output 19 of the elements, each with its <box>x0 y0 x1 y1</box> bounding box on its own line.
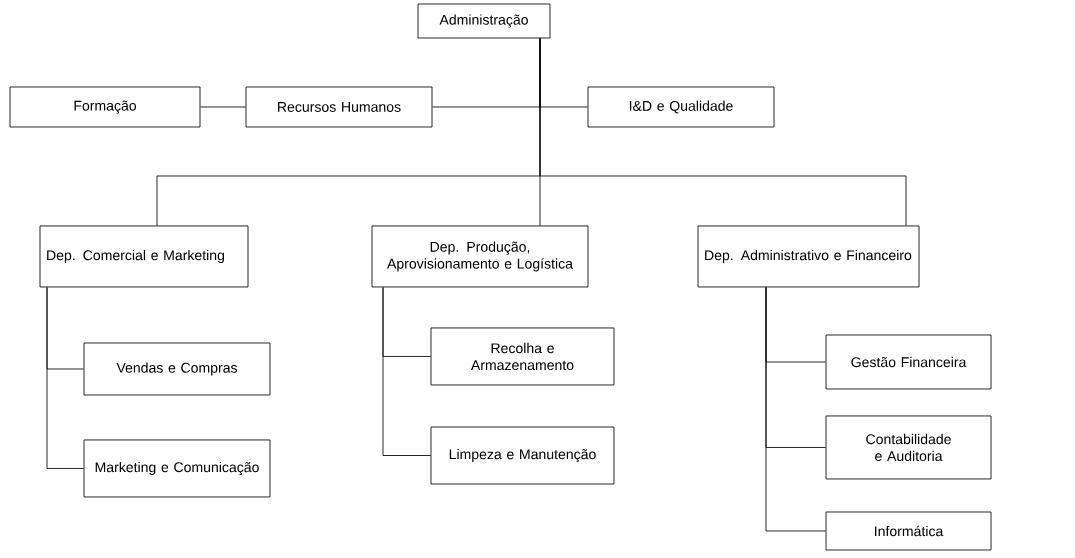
connector-line <box>765 286 827 532</box>
org-box: Dep. Produção, Aprovisionamento e Logística <box>371 225 589 288</box>
org-box: Recursos Humanos <box>245 86 433 128</box>
org-box: Limpeza e Manutenção <box>430 426 615 485</box>
org-box: Vendas e Compras <box>83 342 271 396</box>
org-box: Dep. Comercial e Marketing <box>39 225 249 288</box>
org-box: Recolha e Armazenamento <box>430 327 615 386</box>
org-box: Marketing e Comunicação <box>83 439 271 498</box>
connector-line <box>46 286 84 469</box>
org-box: Gestão Financeira <box>825 334 992 390</box>
org-box: I&D e Qualidade <box>587 86 775 128</box>
connector-line <box>200 106 246 108</box>
org-box: Dep. Administrativo e Financeiro <box>697 225 920 288</box>
org-box: Administração <box>417 3 551 39</box>
org-box: Formação <box>9 86 201 128</box>
org-box: Contabilidade e Auditoria <box>825 415 992 480</box>
connector-line <box>539 38 907 226</box>
org-box: Informática <box>825 511 992 551</box>
connector-line <box>382 286 431 456</box>
